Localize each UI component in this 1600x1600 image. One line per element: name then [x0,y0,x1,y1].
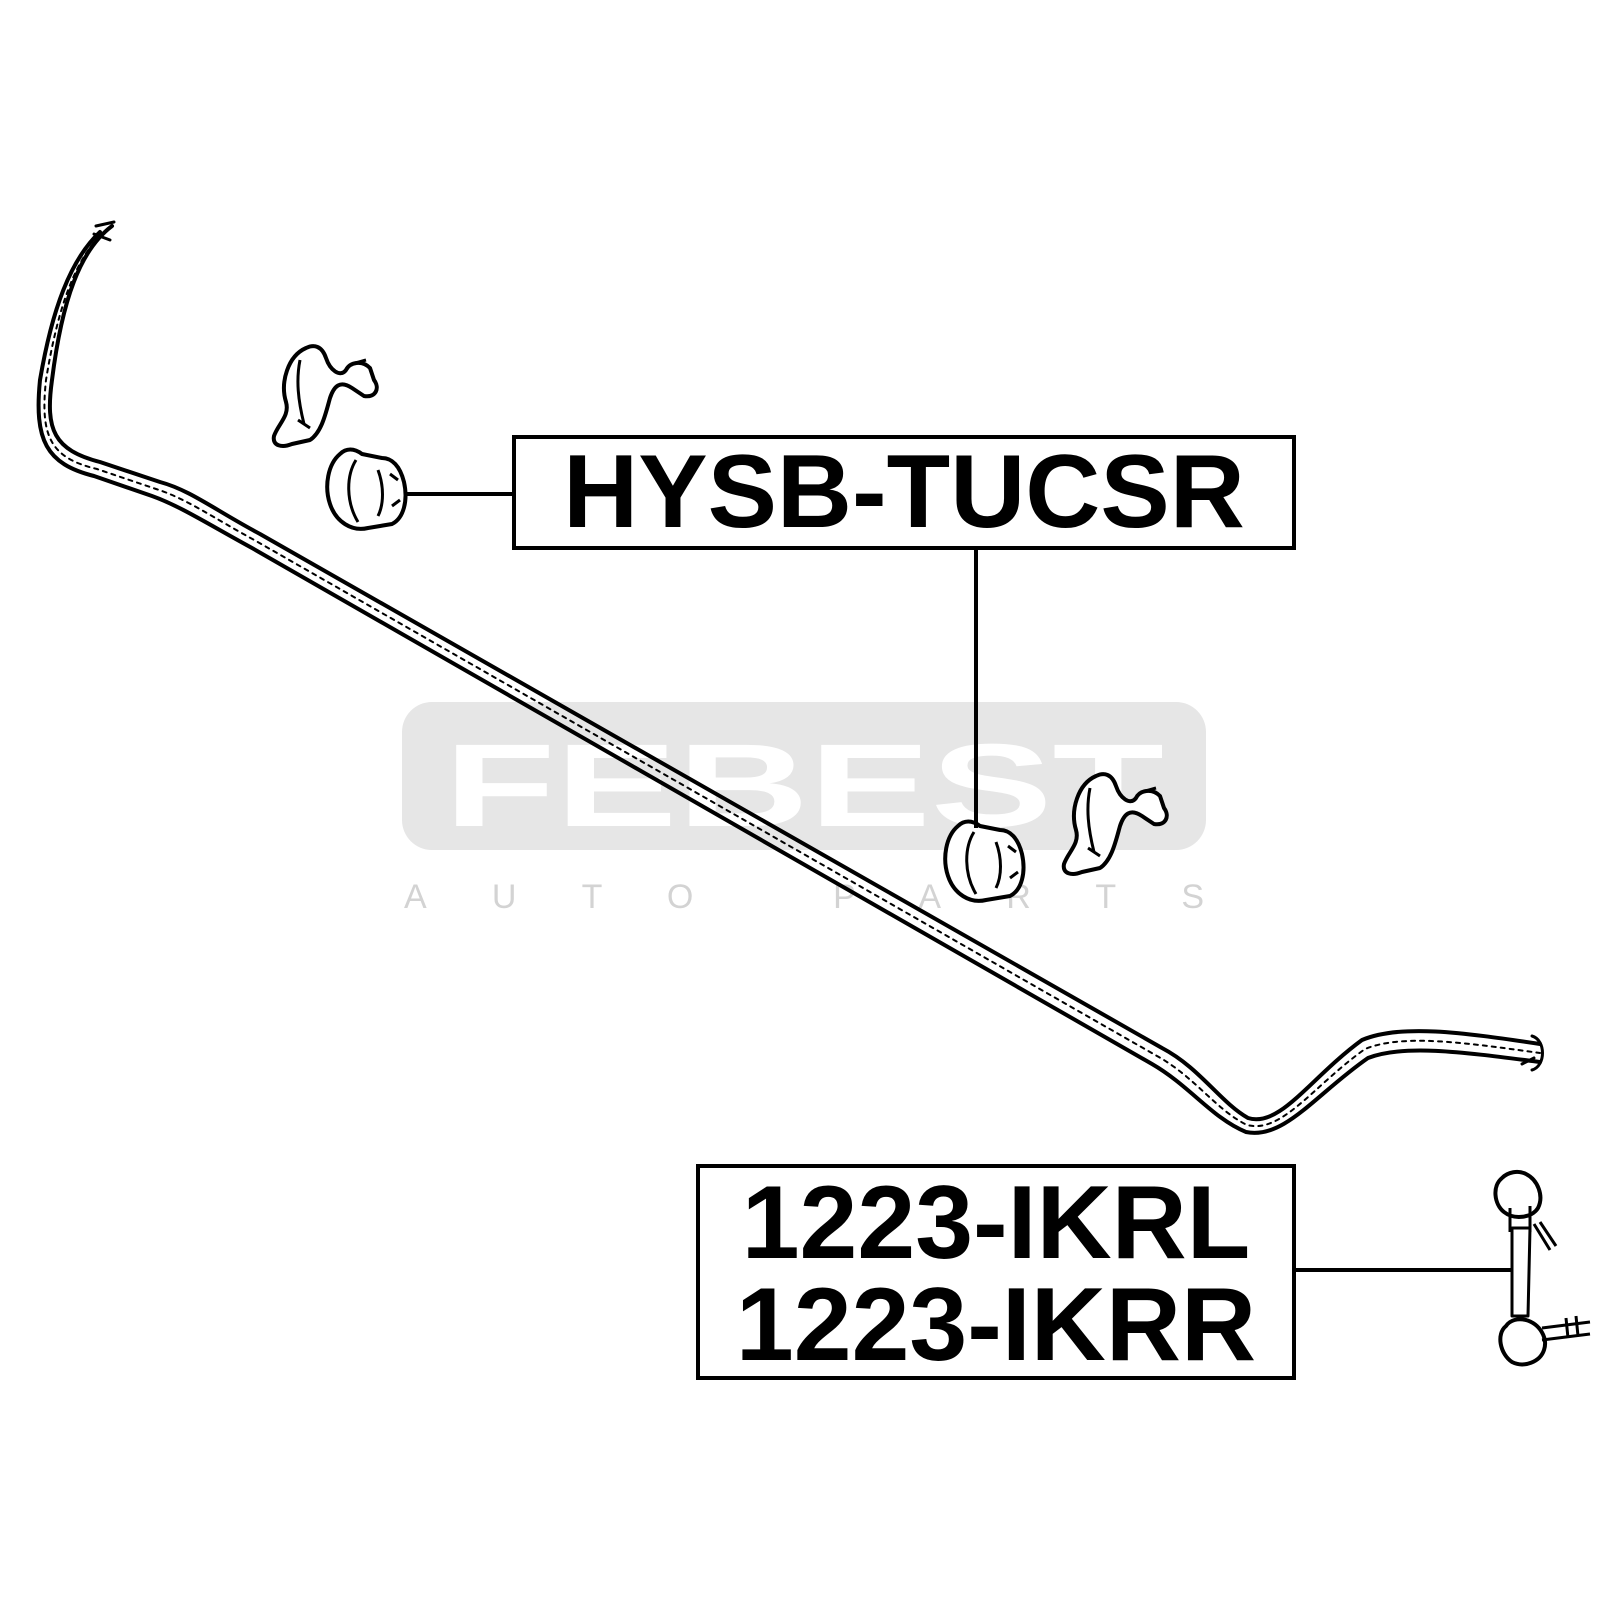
leader-lines [406,492,1512,1272]
stabilizer-bar-inner-edge [36,230,1542,1135]
part-number-text-left: 1223-IKRL [741,1165,1251,1281]
part-number-text: HYSB-TUCSR [563,434,1245,550]
stabilizer-bushing-left [325,447,408,531]
part-number-text-right: 1223-IKRR [735,1267,1257,1383]
stabilizer-bushing-right [943,819,1026,903]
bushing-bracket-right [1061,772,1169,876]
stabilizer-bar-left-end [92,220,116,242]
stabilizer-bar-right-end [1520,1034,1544,1072]
link-bottom-stud [1541,1315,1591,1342]
bushing-bracket-left [271,344,379,448]
link-shaft [1510,1226,1532,1318]
watermark-tagline: AUTO PARTS [404,878,1204,916]
stabilizer-link [1493,1169,1591,1367]
stabilizer-bar [36,220,1544,1135]
link-top-stud [1508,1206,1558,1251]
part-number-label-1223-ikr: 1223-IKRL 1223-IKRR [696,1164,1296,1380]
link-bottom-ball-joint [1498,1317,1547,1367]
stabilizer-bar-outer-edge [47,224,1542,1122]
stabilizer-bar-hatching [43,229,1541,1128]
watermark-brand: FEBEST [444,720,1164,852]
part-number-label-hysb-tucsr: HYSB-TUCSR [512,435,1296,550]
link-top-ball-joint [1493,1169,1543,1219]
